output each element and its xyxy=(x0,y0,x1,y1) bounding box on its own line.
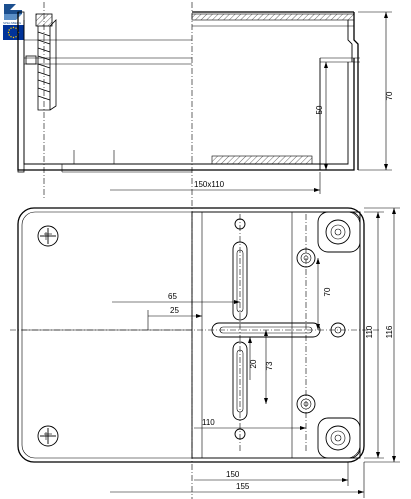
corner-boss-bottom-right xyxy=(317,417,361,459)
plan-view xyxy=(10,207,380,463)
corner-boss-top-right xyxy=(317,211,361,253)
lid-screw-bottom-left xyxy=(37,425,59,447)
dim-25: 25 xyxy=(170,306,179,315)
brand-logo: SPELSBERG xyxy=(3,4,22,25)
plan-dimensions: 65 25 70 20 73 110 110 116 xyxy=(110,207,400,498)
section-dimensions: 70 50 150x110 xyxy=(110,11,394,194)
lid-screw-top-left xyxy=(37,225,59,247)
eu-flag-icon xyxy=(3,25,24,40)
dim-110-right: 110 xyxy=(365,325,374,338)
dim-20: 20 xyxy=(249,359,258,368)
dim-155: 155 xyxy=(236,482,250,491)
dim-65: 65 xyxy=(168,292,177,301)
dim-height-inner: 50 xyxy=(315,105,324,114)
dim-116: 116 xyxy=(385,325,394,338)
section-view xyxy=(17,2,360,499)
dim-150: 150 xyxy=(226,470,240,479)
dim-110-bottom: 110 xyxy=(202,418,215,427)
dim-73: 73 xyxy=(265,361,274,370)
mounting-hole-right xyxy=(330,322,346,338)
dim-70: 70 xyxy=(323,287,332,296)
dim-footprint: 150x110 xyxy=(194,180,225,189)
brand-logo-caption: SPELSBERG xyxy=(3,21,22,25)
dim-height-total: 70 xyxy=(385,91,394,100)
